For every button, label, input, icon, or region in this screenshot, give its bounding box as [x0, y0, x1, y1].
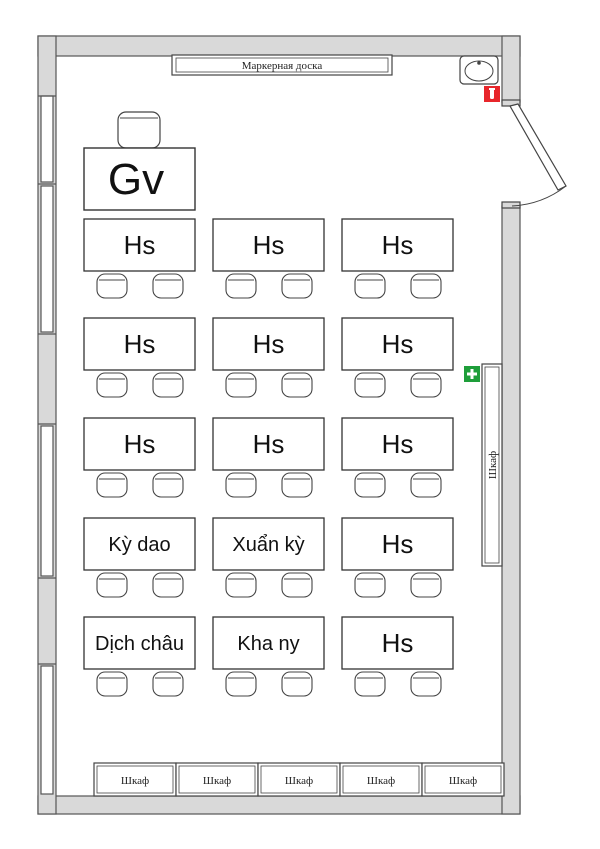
student-desk: Hs [341, 517, 454, 598]
student-chair [152, 372, 184, 398]
student-chair [152, 472, 184, 498]
student-chair [410, 372, 442, 398]
desk-label: Kỳ dao [108, 534, 170, 556]
window-1 [40, 95, 54, 183]
bottom-cabinet: Шкаф [93, 762, 177, 797]
student-chair [410, 572, 442, 598]
windows [40, 95, 54, 795]
student-chair [96, 671, 128, 697]
marker-board-label: Маркерная доска [242, 60, 323, 72]
student-chair [410, 671, 442, 697]
student-chair [96, 372, 128, 398]
student-desk: Kỳ dao [83, 517, 196, 598]
student-chair [96, 572, 128, 598]
student-chair [96, 273, 128, 299]
side-cabinet-label: Шкаф [487, 451, 499, 479]
student-chair [225, 472, 257, 498]
student-desk: Hs [341, 317, 454, 398]
bottom-cabinet-label: Шкаф [203, 775, 231, 787]
bottom-cabinet-label: Шкаф [367, 775, 395, 787]
student-desk: Hs [83, 317, 196, 398]
desk-label: Hs [382, 329, 414, 359]
student-chair [354, 472, 386, 498]
door-icon [501, 99, 567, 209]
student-desk: Xuẩn kỳ [212, 517, 325, 598]
desk-label: Hs [382, 230, 414, 260]
student-desk: Kha ny [212, 616, 325, 697]
student-chair [281, 273, 313, 299]
bottom-wall [37, 795, 521, 815]
student-chair [152, 273, 184, 299]
desk-label: Hs [382, 429, 414, 459]
desk-label: Kha ny [237, 633, 299, 655]
student-desk: Hs [341, 218, 454, 299]
student-chair [410, 273, 442, 299]
bottom-cabinet: Шкаф [339, 762, 423, 797]
teacher-desk-label: Gv [108, 155, 164, 204]
student-desk: Dịch châu [83, 616, 196, 697]
student-desk: Hs [212, 317, 325, 398]
bottom-cabinets: Шкаф Шкаф Шкаф Шкаф Шкаф [93, 762, 505, 797]
student-chair [152, 671, 184, 697]
bottom-cabinet: Шкаф [421, 762, 505, 797]
student-chair [281, 472, 313, 498]
student-chair [281, 372, 313, 398]
student-chair [225, 273, 257, 299]
student-desk: Hs [341, 417, 454, 498]
student-chair [281, 671, 313, 697]
student-chair [354, 671, 386, 697]
student-chair [225, 671, 257, 697]
bottom-cabinet-label: Шкаф [285, 775, 313, 787]
student-chair [225, 572, 257, 598]
first-aid-icon [464, 366, 480, 382]
student-chair [354, 372, 386, 398]
desk-label: Hs [253, 329, 285, 359]
desk-label: Hs [124, 230, 156, 260]
fire-extinguisher-icon [484, 86, 500, 102]
student-chair [354, 273, 386, 299]
student-desk: Hs [83, 218, 196, 299]
student-desk: Hs [212, 218, 325, 299]
desk-label: Hs [382, 628, 414, 658]
window-3 [40, 425, 54, 577]
student-desk: Hs [83, 417, 196, 498]
student-chair [410, 472, 442, 498]
window-dividers [38, 95, 56, 665]
desk-label: Hs [253, 429, 285, 459]
side-cabinet: Шкаф [481, 363, 503, 567]
teacher-desk: Gv [83, 147, 196, 211]
window-2 [40, 185, 54, 333]
bottom-cabinet-label: Шкаф [121, 775, 149, 787]
bottom-cabinet: Шкаф [257, 762, 341, 797]
student-chair [225, 372, 257, 398]
student-chair [354, 572, 386, 598]
student-chair [281, 572, 313, 598]
bottom-cabinet-label: Шкаф [449, 775, 477, 787]
student-chair [152, 572, 184, 598]
student-desk: Hs [341, 616, 454, 697]
sink-icon [459, 55, 499, 85]
desk-label: Hs [382, 529, 414, 559]
teacher-chair [117, 111, 161, 149]
right-wall-lower [501, 205, 521, 815]
student-chair [96, 472, 128, 498]
desk-label: Hs [253, 230, 285, 260]
desk-label: Xuẩn kỳ [232, 534, 304, 556]
top-wall [37, 35, 521, 57]
marker-board: Маркерная доска [171, 54, 393, 76]
bottom-cabinet: Шкаф [175, 762, 259, 797]
desk-label: Hs [124, 329, 156, 359]
desk-label: Hs [124, 429, 156, 459]
desk-label: Dịch châu [95, 633, 184, 655]
window-4 [40, 665, 54, 795]
right-wall-upper [501, 35, 521, 103]
student-desk: Hs [212, 417, 325, 498]
